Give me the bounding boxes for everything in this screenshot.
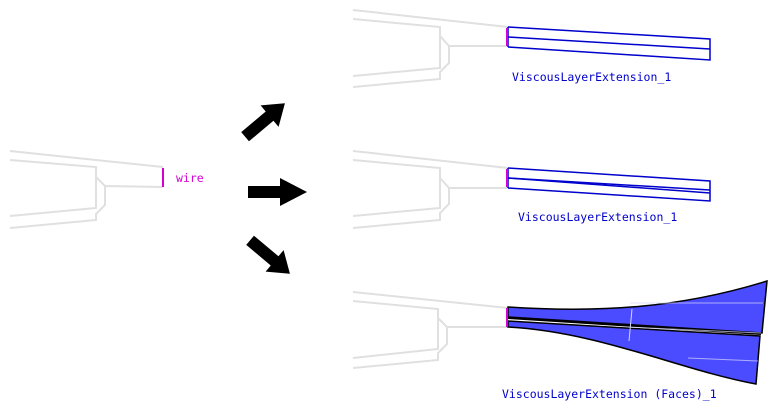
- result-3-faces: [507, 279, 768, 385]
- result-3-geometry-outline: [352, 291, 509, 369]
- source-geometry-outline: [9, 150, 164, 229]
- result-2-extension: [507, 167, 711, 202]
- arrow-right-icon: [248, 178, 307, 206]
- result-1-extension: [507, 26, 711, 61]
- result-1-geometry-outline: [352, 9, 509, 88]
- result-3-upper-face: [507, 279, 768, 334]
- result-1-label: ViscousLayerExtension_1: [512, 70, 671, 84]
- arrow-down-right-icon: [246, 235, 290, 274]
- wire-label: wire: [176, 171, 204, 185]
- result-3-label: ViscousLayerExtension (Faces)_1: [502, 387, 717, 401]
- result-2-label: ViscousLayerExtension_1: [518, 210, 677, 224]
- result-2-geometry-outline: [352, 150, 509, 229]
- result-3-lower-face: [507, 320, 761, 385]
- arrow-up-right-icon: [241, 103, 285, 142]
